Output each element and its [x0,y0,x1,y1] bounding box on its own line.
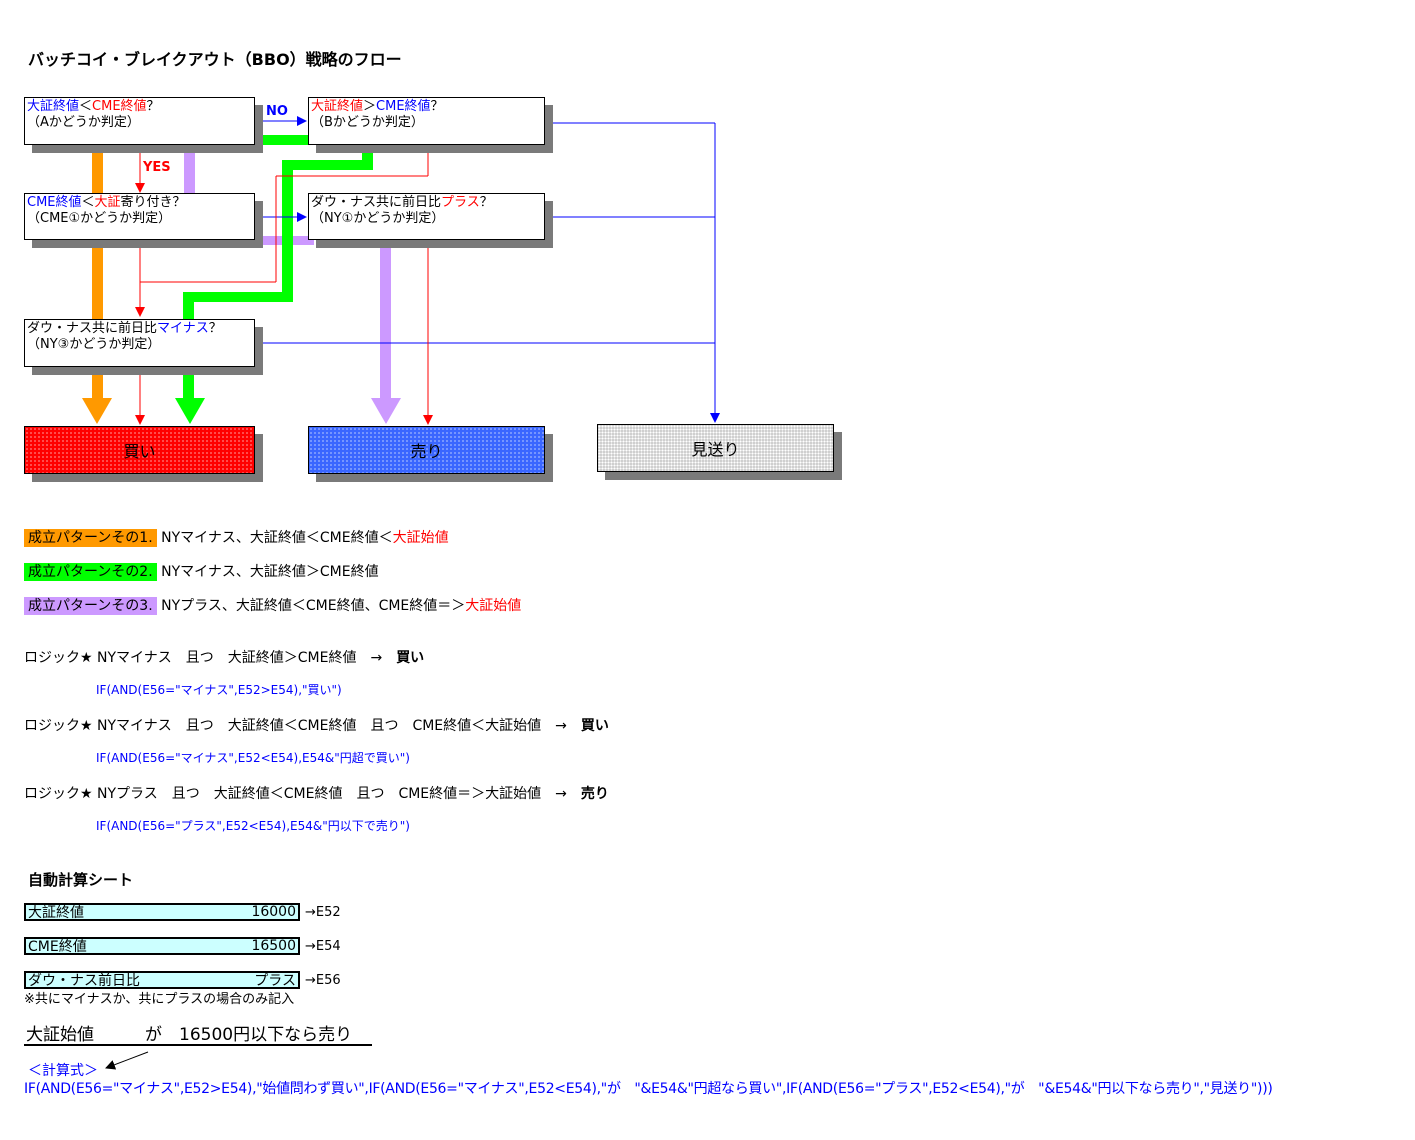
box-d-q: ？ [479,195,493,210]
box-b-q: ？ [430,99,444,114]
pattern-2-tag: 成立パターンその2. [24,563,157,581]
decision-box-d: ダウ・ナス共に前日比プラス？ （NY①かどうか判定） [308,193,545,240]
pattern-1-text: NYマイナス、大証終値＜CME終値＜ [161,530,393,546]
orange-path [82,153,112,424]
box-c-term2: 大証 [94,195,121,210]
box-b-op: ＞ [363,99,377,114]
calc-row-1-ref: →E52 [305,905,341,920]
blue-lines [255,116,720,423]
pointer-arrow-icon [105,1051,149,1070]
box-d-term1: ダウ・ナス共に前日比 [311,195,442,210]
box-e-sub: （NY③かどうか判定） [27,337,161,352]
logic-3-result: 売り [580,786,609,802]
box-b-sub: （Bかどうか判定） [311,115,424,130]
box-e-q: ？ [208,321,222,336]
logic-3-formula: IF(AND(E56="プラス",E52<E54),E54&"円以下で売り") [96,819,410,833]
calc-row-cme-close[interactable]: CME終値 16500 [24,937,300,955]
calc-result: 大証始値 が 16500円以下なら売り [26,1025,353,1045]
logic-1-formula: IF(AND(E56="マイナス",E52>E54),"買い") [96,683,342,697]
box-a-term1: 大証終値 [27,99,80,114]
outcome-buy: 買い [24,426,255,474]
pattern-1: 成立パターンその1. NYマイナス、大証終値＜CME終値＜大証始値 [24,527,449,547]
pattern-2-text: NYマイナス、大証終値＞CME終値 [161,564,379,580]
calc-row-1-label: 大証終値 [28,905,84,921]
logic-1-result: 買い [396,650,425,666]
logic-1: ロジック★ NYマイナス 且つ 大証終値＞CME終値 → 買い [24,647,424,667]
logic-3-text: ロジック★ NYプラス 且つ 大証終値＜CME終値 且つ CME終値＝＞大証始値… [24,786,581,802]
box-e-term2: マイナス [157,321,209,336]
calc-row-ny-change[interactable]: ダウ・ナス前日比 プラス [24,971,300,989]
box-a-q: ？ [146,99,160,114]
outcome-pass-label: 見送り [691,440,740,459]
decision-box-b: 大証終値＞CME終値？ （Bかどうか判定） [308,97,545,145]
calc-row-osaka-close[interactable]: 大証終値 16000 [24,903,300,921]
calc-row-3-value[interactable]: プラス [254,973,296,989]
pattern-3-tag: 成立パターンその3. [24,597,157,615]
decision-box-e: ダウ・ナス共に前日比マイナス？ （NY③かどうか判定） [24,319,255,367]
box-a-sub: （Aかどうか判定） [27,115,140,130]
logic-2-text: ロジック★ NYマイナス 且つ 大証終値＜CME終値 且つ CME終値＜大証始値… [24,718,581,734]
pattern-3-red: 大証始値 [465,598,522,614]
logic-2-result: 買い [580,718,609,734]
decision-box-c: CME終値＜大証寄り付き？ （CME①かどうか判定） [24,193,255,240]
yes-label: YES [143,160,171,175]
outcome-sell-label: 売り [410,442,443,461]
box-a-term2: CME終値 [92,99,147,114]
red-lines [135,146,433,425]
flow-connectors [82,116,720,425]
formula-main: IF(AND(E56="マイナス",E52>E54),"始値問わず買い",IF(… [24,1081,1273,1097]
pattern-1-red: 大証始値 [392,530,449,546]
pattern-3-text: NYプラス、大証終値＜CME終値、CME終値＝＞ [161,598,466,614]
outcome-pass: 見送り [597,424,834,472]
box-a-op: ＜ [79,99,93,114]
decision-box-a: 大証終値＜CME終値？ （Aかどうか判定） [24,97,255,145]
box-b-term2: CME終値 [376,99,431,114]
box-d-sub: （NY①かどうか判定） [311,211,445,226]
pattern-3: 成立パターンその3. NYプラス、大証終値＜CME終値、CME終値＝＞大証始値 [24,595,521,615]
logic-1-text: ロジック★ NYマイナス 且つ 大証終値＞CME終値 → [24,650,397,666]
calc-row-3-label: ダウ・ナス前日比 [28,973,140,989]
box-c-term1: CME終値 [27,195,82,210]
calc-row-2-value[interactable]: 16500 [251,938,296,954]
pattern-2: 成立パターンその2. NYマイナス、大証終値＞CME終値 [24,561,379,581]
calc-row-2-label: CME終値 [28,939,87,955]
calc-row-1-value[interactable]: 16000 [251,904,296,920]
logic-3: ロジック★ NYプラス 且つ 大証終値＜CME終値 且つ CME終値＝＞大証始値… [24,783,609,803]
box-d-term2: プラス [441,195,480,210]
formula-heading: ＜計算式＞ [28,1063,98,1079]
box-c-q: 寄り付き？ [120,195,186,210]
result-underline [24,1044,372,1046]
pattern-1-tag: 成立パターンその1. [24,529,157,547]
calc-heading: 自動計算シート [28,871,134,889]
green-path [175,135,373,424]
outcome-sell: 売り [308,426,545,474]
calc-row-3-ref: →E56 [305,973,341,988]
box-e-term1: ダウ・ナス共に前日比 [27,321,158,336]
box-b-term1: 大証終値 [311,99,364,114]
calc-row-2-ref: →E54 [305,939,341,954]
page-title: バッチコイ・ブレイクアウト（BBO）戦略のフロー [28,50,402,69]
outcome-buy-label: 買い [123,442,156,461]
logic-2-formula: IF(AND(E56="マイナス",E52<E54),E54&"円超で買い") [96,751,410,765]
box-c-sub: （CME①かどうか判定） [27,211,172,226]
logic-2: ロジック★ NYマイナス 且つ 大証終値＜CME終値 且つ CME終値＜大証始値… [24,715,609,735]
no-label: NO [266,104,288,119]
calc-note: ※共にマイナスか、共にプラスの場合のみ記入 [24,992,295,1007]
box-c-op: ＜ [81,195,95,210]
